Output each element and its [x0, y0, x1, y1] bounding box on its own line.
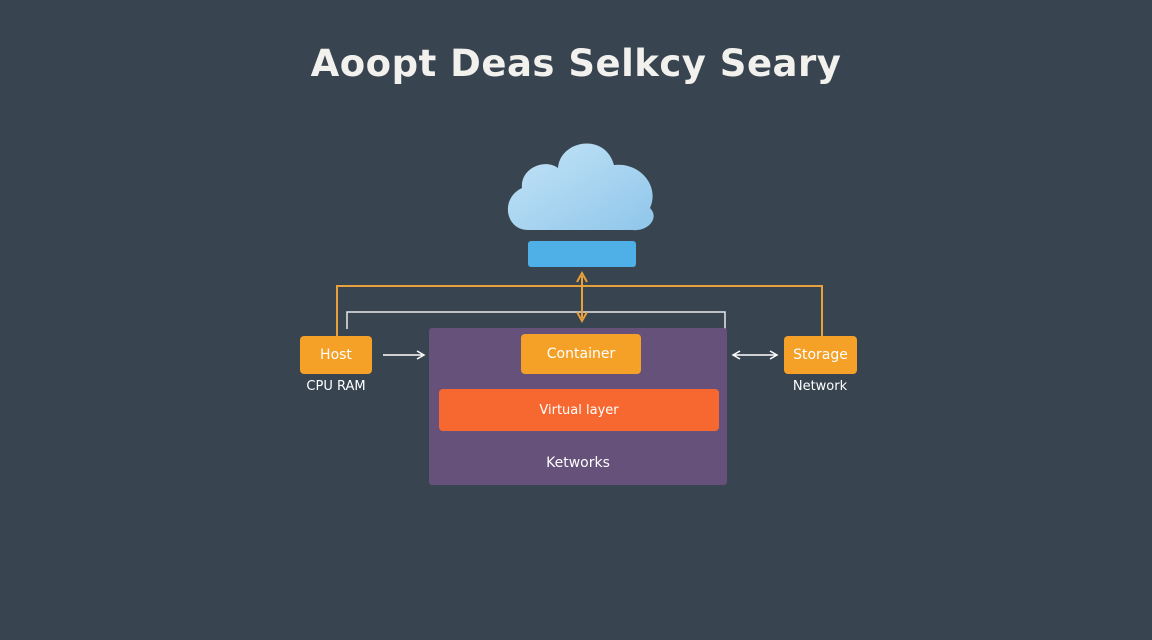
virtual-layer-label: Virtual layer [539, 402, 619, 418]
host-node[interactable]: Host [300, 336, 372, 374]
white-connector [346, 311, 726, 329]
cloud-double-arrow [576, 270, 588, 324]
storage-sublabel: Network [792, 379, 848, 394]
container-node[interactable]: Container [521, 334, 641, 374]
container-label: Container [546, 346, 616, 362]
host-label: Host [320, 347, 352, 363]
host-sublabel: CPU RAM [306, 379, 366, 394]
orange-connector [336, 285, 823, 336]
cloud-icon [507, 143, 654, 231]
host-to-panel-arrow [383, 350, 426, 360]
diagram-title: Aoopt Deas Selkcy Seary [310, 42, 842, 85]
panel-storage-double-arrow [731, 350, 779, 360]
storage-label: Storage [793, 347, 848, 363]
networks-label: Ketworks [546, 455, 610, 471]
cloud-gateway-bar [528, 241, 636, 267]
virtual-layer-node[interactable]: Virtual layer [439, 389, 719, 431]
storage-node[interactable]: Storage [784, 336, 857, 374]
